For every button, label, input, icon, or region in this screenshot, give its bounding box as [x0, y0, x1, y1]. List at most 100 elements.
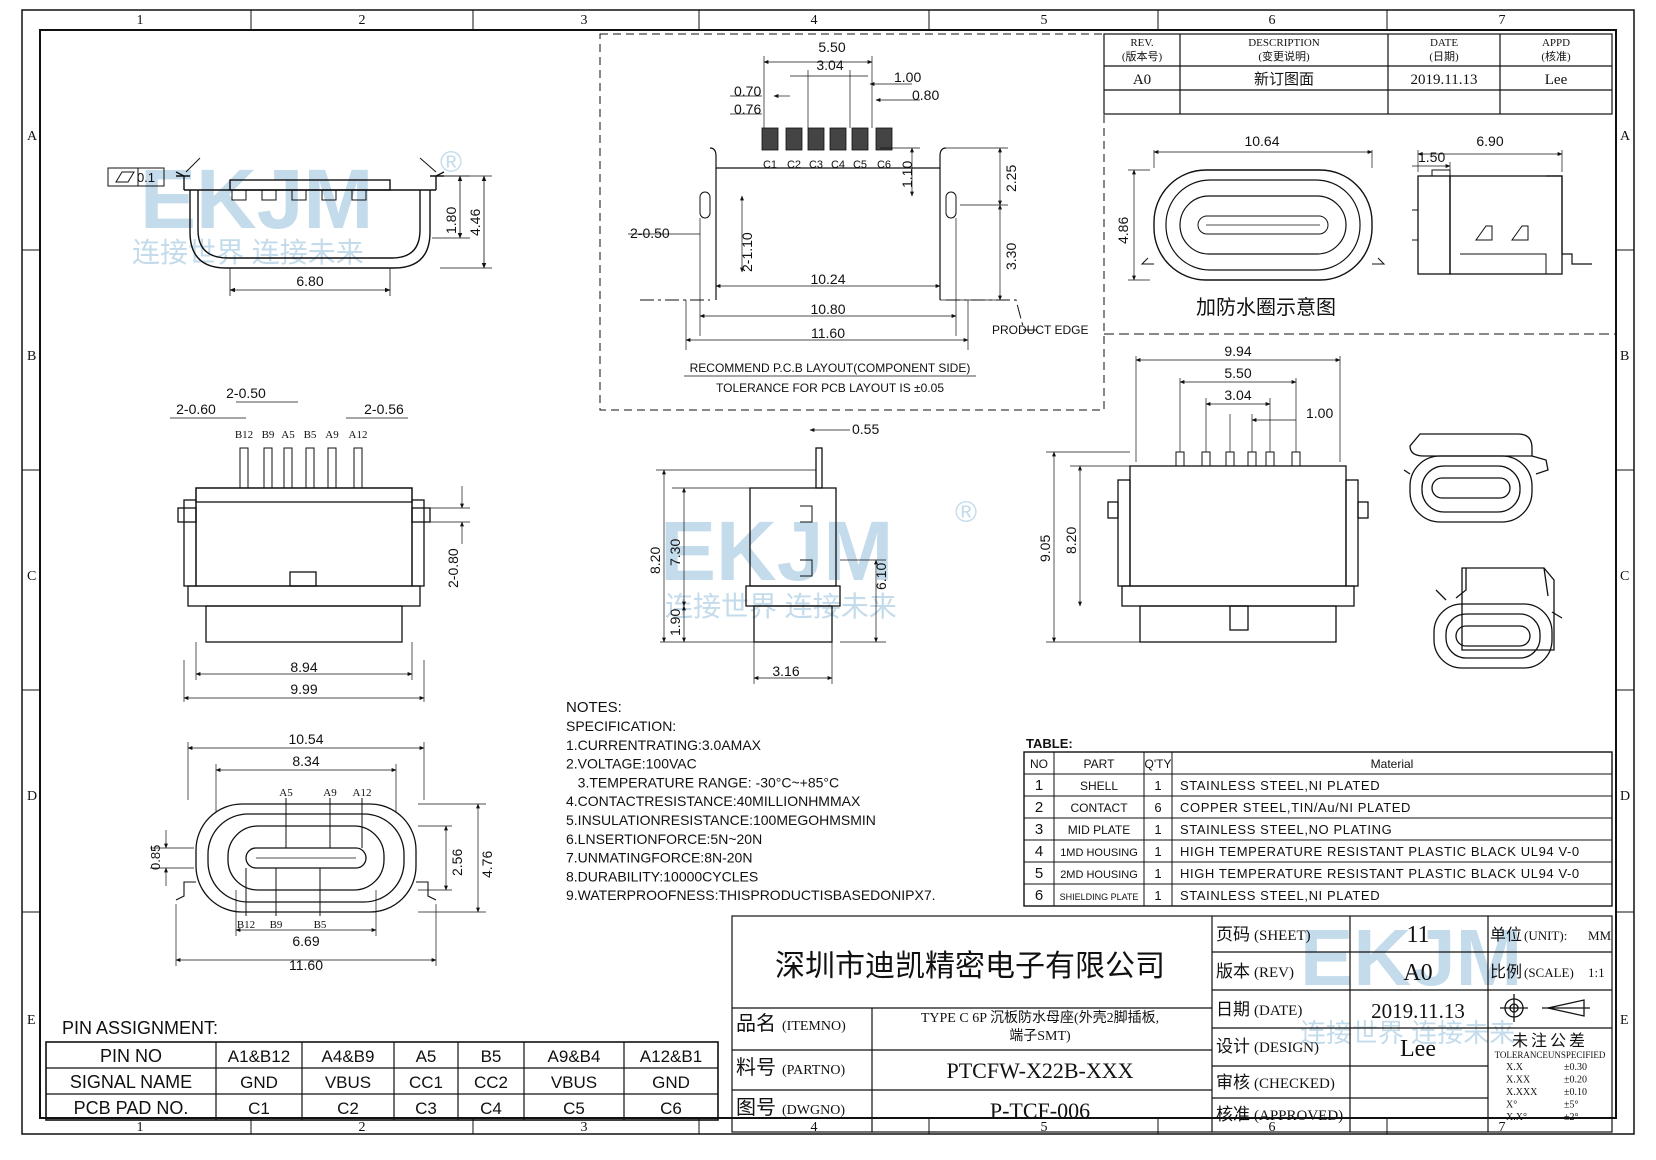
- isometric-view-bottom: [1433, 567, 1563, 669]
- material-table-label: TABLE:: [1026, 736, 1073, 751]
- pin-table-cell: C3: [415, 1099, 437, 1118]
- pcb-pad: [785, 127, 803, 151]
- view-side: [656, 428, 886, 684]
- svg-text:1.10: 1.10: [899, 161, 915, 188]
- material-part: 1MD HOUSING: [1060, 847, 1138, 859]
- pin-table-cell: C2: [337, 1099, 359, 1118]
- svg-text:8.94: 8.94: [290, 659, 317, 675]
- svg-text:6.10: 6.10: [873, 563, 889, 590]
- svg-text:1.00: 1.00: [1306, 405, 1333, 421]
- border-col-label: 1: [137, 1120, 144, 1135]
- tolerance-value: ±0.30: [1564, 1062, 1587, 1073]
- svg-text:2-0.56: 2-0.56: [364, 401, 404, 417]
- revision-block: [1103, 33, 1613, 115]
- pin-label: A12: [353, 787, 372, 799]
- svg-text:3.16: 3.16: [772, 663, 799, 679]
- pcb-pad: [807, 127, 825, 151]
- border-row-label: E: [1620, 1013, 1629, 1028]
- border-row-label: E: [27, 1013, 36, 1028]
- svg-text:1.90: 1.90: [667, 609, 683, 636]
- border-row-label: D: [1620, 789, 1630, 804]
- material-part: 2MD HOUSING: [1060, 869, 1138, 881]
- svg-text:4.86: 4.86: [1115, 217, 1131, 244]
- sheet-value: 11: [1406, 922, 1429, 948]
- pcb-pad-label: C6: [877, 159, 891, 171]
- svg-text:REV.: REV.: [1130, 37, 1154, 49]
- pin-label: B5: [314, 919, 327, 931]
- view-right: [1046, 356, 1369, 643]
- pin-table-cell: C6: [660, 1099, 682, 1118]
- contact-pin: [1201, 451, 1211, 467]
- pcb-layout-title: RECOMMEND P.C.B LAYOUT(COMPONENT SIDE): [690, 361, 971, 375]
- view-front-top: [107, 157, 492, 296]
- isometric-view-top: [1403, 433, 1549, 523]
- svg-text:(APPROVED): (APPROVED): [1254, 1108, 1343, 1124]
- svg-text:DESCRIPTION: DESCRIPTION: [1248, 37, 1320, 49]
- svg-text:8.20: 8.20: [647, 547, 663, 574]
- svg-text:(PARTNO): (PARTNO): [782, 1063, 846, 1078]
- drawing-number: P-TCF-006: [990, 1098, 1090, 1123]
- svg-text:2.56: 2.56: [449, 849, 465, 876]
- rev-description: 新订图面: [1254, 71, 1314, 88]
- svg-text:11.60: 11.60: [811, 325, 845, 341]
- part-number: PTCFW-X22B-XXX: [946, 1058, 1133, 1083]
- material-no: 1: [1035, 777, 1043, 794]
- material-qty: 1: [1154, 822, 1161, 837]
- svg-text:(SCALE): (SCALE): [1524, 965, 1574, 980]
- svg-text:2-0.60: 2-0.60: [176, 401, 216, 417]
- contact-pin: [283, 447, 293, 489]
- contact-pin: [305, 447, 315, 489]
- unit-value: MM: [1588, 928, 1612, 943]
- pin-label: A12: [349, 429, 368, 441]
- border-row-label: A: [1620, 129, 1631, 144]
- watermark-brand: EKJM: [660, 504, 893, 598]
- pin-table-cell: C4: [480, 1099, 502, 1118]
- border-col-label: 5: [1041, 1120, 1048, 1135]
- material-spec: HIGH TEMPERATURE RESISTANT PLASTIC BLACK…: [1180, 844, 1580, 859]
- outer-frame: [21, 9, 1635, 1135]
- tolerance-value: ±2°: [1564, 1112, 1579, 1123]
- border-col-label: 5: [1041, 13, 1048, 28]
- svg-text:3.04: 3.04: [816, 57, 843, 73]
- svg-text:9.99: 9.99: [290, 681, 317, 697]
- contact-pin: [1291, 451, 1301, 467]
- contact-pin: [353, 447, 363, 489]
- note-line: 4.CONTACTRESISTANCE:40MILLIONHMMAX: [566, 793, 861, 809]
- svg-text:11.60: 11.60: [289, 957, 323, 973]
- svg-text:(ITEMNO): (ITEMNO): [782, 1019, 846, 1034]
- pcb-pad-label: C5: [853, 159, 867, 171]
- border-col-label: 6: [1269, 13, 1276, 28]
- title-block-text: 深圳市迪凯精密电子有限公司 品名 (ITEMNO) TYPE C 6P 沉板防水…: [736, 922, 1612, 1124]
- svg-text:(UNIT):: (UNIT):: [1524, 928, 1567, 943]
- pcb-pad-label: C1: [763, 159, 777, 171]
- border-ticks: [22, 10, 1634, 1134]
- view-pcb-layout: [599, 33, 1105, 411]
- pin-table-row-label: PIN NO: [100, 1046, 162, 1066]
- svg-text:1.00: 1.00: [894, 69, 921, 85]
- pin-table-cell: A4&B9: [322, 1047, 375, 1066]
- svg-text:2-0.80: 2-0.80: [445, 548, 461, 588]
- tolerance-value: ±0.10: [1564, 1087, 1587, 1098]
- tolerance-class: X.X: [1506, 1062, 1524, 1073]
- pcb-pad: [761, 127, 779, 151]
- pin-label: B9: [262, 429, 275, 441]
- pcb-pad: [851, 127, 869, 151]
- material-no: 4: [1035, 843, 1043, 860]
- notes-block: NOTES: SPECIFICATION:1.CURRENTRATING:3.0…: [566, 699, 936, 903]
- contact-pin: [263, 447, 273, 489]
- watermark-brand: EKJM: [1300, 913, 1522, 1002]
- tolerance-class: X.X°: [1506, 1112, 1527, 1123]
- view-bottom: [150, 742, 486, 966]
- border-col-label: 2: [359, 1120, 366, 1135]
- note-line: 5.INSULATIONRESISTANCE:100MEGOHMSMIN: [566, 812, 876, 828]
- border-row-label: B: [1620, 349, 1629, 364]
- svg-text:比例: 比例: [1490, 963, 1522, 981]
- note-line: 6.LNSERTIONFORCE:5N~20N: [566, 831, 762, 847]
- svg-text:1.50: 1.50: [1418, 149, 1445, 165]
- pin-label: A9: [325, 429, 339, 441]
- svg-text:1.80: 1.80: [443, 207, 459, 234]
- pin-table-cell: GND: [652, 1073, 690, 1092]
- pin-label: A5: [279, 787, 293, 799]
- material-table-header: Q'TY: [1145, 757, 1172, 771]
